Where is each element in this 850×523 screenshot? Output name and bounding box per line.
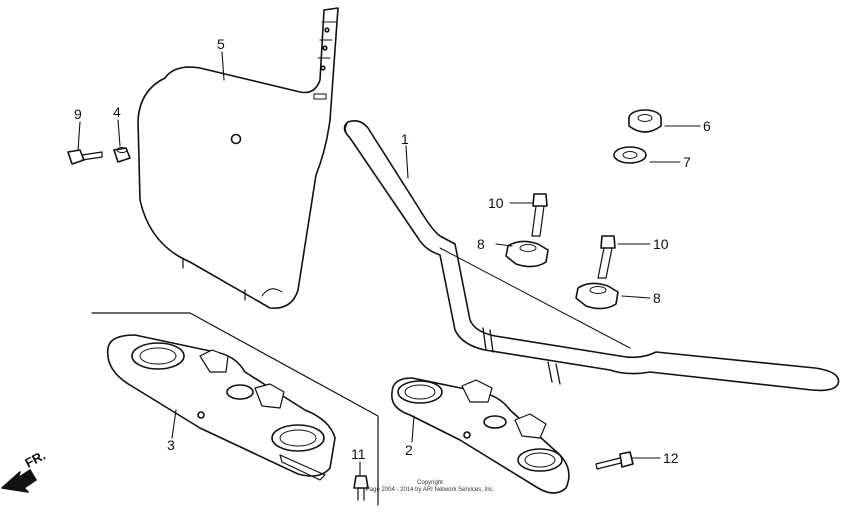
callout-7: 7 bbox=[683, 154, 691, 170]
callout-2: 2 bbox=[405, 442, 413, 458]
bolt-part-12[interactable] bbox=[595, 451, 634, 470]
upper-triple-clamp[interactable] bbox=[391, 377, 570, 494]
holder-part-8a[interactable] bbox=[505, 240, 549, 268]
handlebar[interactable] bbox=[343, 120, 840, 392]
bolt-part-11[interactable] bbox=[353, 475, 369, 501]
callout-9: 9 bbox=[74, 106, 82, 122]
callout-3: 3 bbox=[167, 437, 175, 453]
front-direction-arrow bbox=[1, 469, 37, 493]
washer-part-7[interactable] bbox=[613, 146, 647, 164]
callout-8b: 8 bbox=[653, 290, 661, 306]
bolt-part-10a[interactable] bbox=[531, 193, 548, 237]
callout-8a: 8 bbox=[477, 236, 485, 252]
holder-part-8b[interactable] bbox=[575, 282, 619, 310]
copyright-line-1: Copyright bbox=[417, 480, 443, 486]
copyright-line-2: Page 2004 - 2014 by ARI Network Services… bbox=[365, 487, 495, 493]
nut-part-4[interactable] bbox=[113, 147, 131, 163]
leader-lines bbox=[77, 51, 701, 477]
callout-6: 6 bbox=[703, 118, 711, 134]
callout-5: 5 bbox=[217, 36, 225, 52]
bolt-part-10b[interactable] bbox=[597, 235, 616, 279]
callout-4: 4 bbox=[113, 104, 121, 120]
callout-labels: 1 2 3 4 5 6 7 8 8 9 10 10 11 12 FR. bbox=[22, 36, 711, 471]
lower-triple-clamp[interactable] bbox=[106, 334, 336, 481]
bolt-part-9[interactable] bbox=[67, 149, 103, 165]
number-plate[interactable] bbox=[137, 7, 339, 309]
fr-label: FR. bbox=[22, 448, 48, 471]
bushing-part-6[interactable] bbox=[628, 109, 662, 133]
callout-1: 1 bbox=[401, 131, 409, 147]
callout-12: 12 bbox=[663, 450, 679, 466]
callout-11: 11 bbox=[351, 446, 366, 462]
callout-10b: 10 bbox=[653, 236, 669, 252]
copyright-notice: Copyright Page 2004 - 2014 by ARI Networ… bbox=[330, 480, 530, 494]
group-frame-line bbox=[91, 312, 379, 506]
callout-10a: 10 bbox=[488, 195, 504, 211]
